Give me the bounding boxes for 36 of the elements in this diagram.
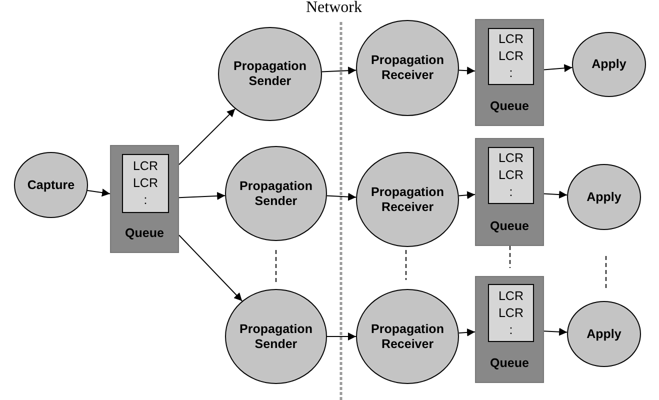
network-label: Network [306, 0, 362, 17]
process-ellipse: Apply [567, 164, 641, 230]
process-ellipse: Capture [14, 152, 88, 218]
record-box: LCR LCR : [488, 147, 534, 204]
queue-box [475, 276, 544, 383]
arrow [458, 328, 476, 336]
queue-label: Queue [489, 219, 530, 233]
record-box: LCR LCR : [488, 284, 534, 342]
process-ellipse: Propagation Receiver [356, 152, 459, 247]
arrow [544, 64, 573, 72]
arrow [544, 328, 568, 336]
queue-label: Queue [489, 356, 530, 370]
arrow [178, 108, 236, 166]
process-ellipse: Apply [572, 32, 646, 97]
arrow [544, 190, 568, 199]
queue-box [475, 138, 544, 246]
arrow [458, 191, 476, 200]
record-box: LCR LCR : [122, 154, 169, 213]
queue-box [475, 19, 544, 126]
arrow [87, 188, 110, 197]
process-ellipse: Propagation Sender [225, 146, 327, 241]
arrow [178, 234, 243, 302]
queue-label: Queue [489, 99, 530, 113]
arrow [326, 332, 356, 340]
process-ellipse: Propagation Sender [218, 27, 322, 121]
process-ellipse: Propagation Receiver [356, 289, 459, 384]
record-box: LCR LCR : [488, 28, 534, 85]
process-ellipse: Apply [567, 301, 641, 367]
process-ellipse: Propagation Sender [225, 289, 327, 384]
process-ellipse: Propagation Receiver [356, 20, 459, 116]
queue-box [110, 145, 179, 253]
arrow [326, 192, 357, 201]
arrow [178, 192, 226, 200]
arrow [458, 66, 476, 75]
queue-label: Queue [124, 226, 165, 240]
arrow [321, 66, 357, 75]
